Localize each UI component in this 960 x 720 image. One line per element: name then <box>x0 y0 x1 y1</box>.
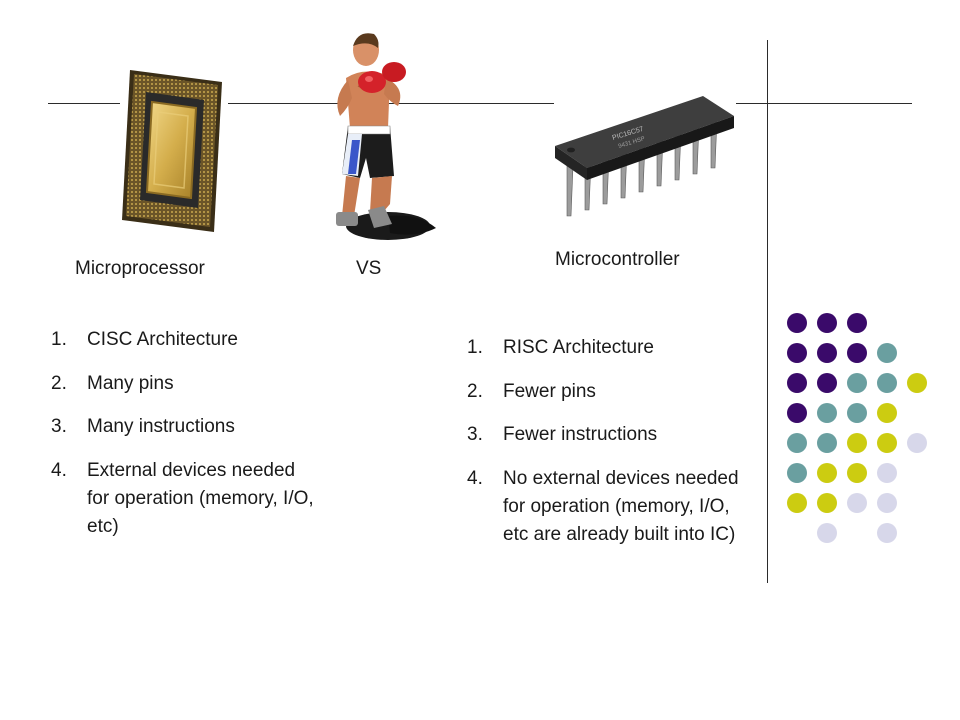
list-item: 2. Many pins <box>51 370 321 398</box>
decorative-dot <box>877 493 897 513</box>
decorative-dot <box>817 343 837 363</box>
microcontroller-caption: Microcontroller <box>555 249 680 270</box>
list-item-text: RISC Architecture <box>503 337 654 358</box>
decorative-dot <box>877 433 897 453</box>
list-item: 3. Fewer instructions <box>467 421 747 449</box>
list-item: 1. CISC Architecture <box>51 326 321 354</box>
top-rule-right <box>736 103 912 104</box>
list-item-number: 1. <box>467 337 483 358</box>
decorative-dot <box>817 523 837 543</box>
list-item-text: Fewer instructions <box>503 424 658 445</box>
decorative-dot <box>817 313 837 333</box>
list-item-number: 4. <box>467 467 483 489</box>
vs-caption: VS <box>356 258 382 279</box>
list-item-text: External devices needed for operation (m… <box>87 459 314 537</box>
decorative-dot <box>877 343 897 363</box>
list-item: 4. External devices needed for operation … <box>51 457 321 541</box>
list-item-number: 1. <box>51 329 67 350</box>
microprocessor-caption: Microprocessor <box>75 258 205 279</box>
list-item-number: 2. <box>467 380 483 402</box>
decorative-dot <box>787 463 807 483</box>
top-rule-left <box>48 103 120 104</box>
decorative-dot <box>847 313 867 333</box>
decorative-dot <box>907 373 927 393</box>
list-item-number: 3. <box>51 416 67 437</box>
microcontroller-features-list: 1. RISC Architecture 2. Fewer pins 3. Fewer… <box>467 334 747 549</box>
decorative-dot <box>817 493 837 513</box>
vertical-rule <box>767 40 768 583</box>
list-item: 1. RISC Architecture <box>467 334 747 362</box>
boxer-icon <box>318 28 442 250</box>
decorative-dot <box>847 493 867 513</box>
decorative-dot <box>847 343 867 363</box>
decorative-dot <box>847 433 867 453</box>
decorative-dot <box>787 493 807 513</box>
cpu-chip-icon <box>118 70 222 232</box>
decorative-dot <box>907 433 927 453</box>
decorative-dot <box>787 403 807 423</box>
decorative-dot <box>817 433 837 453</box>
decorative-dot <box>817 373 837 393</box>
dip-ic-chip-icon: PIC16C57 9431 HSP <box>553 88 736 223</box>
list-item-text: Many pins <box>87 372 174 394</box>
list-item-number: 4. <box>51 459 67 481</box>
decorative-dot-grid <box>787 313 937 553</box>
decorative-dot <box>817 403 837 423</box>
list-item-text: Many instructions <box>87 416 235 437</box>
decorative-dot <box>877 523 897 543</box>
list-item: 4. No external devices needed for operati… <box>467 465 747 549</box>
decorative-dot <box>787 343 807 363</box>
list-item-number: 3. <box>467 424 483 445</box>
decorative-dot <box>847 373 867 393</box>
list-item-number: 2. <box>51 372 67 394</box>
top-rule-mid <box>228 103 554 104</box>
decorative-dot <box>817 463 837 483</box>
decorative-dot <box>787 433 807 453</box>
microprocessor-features-list: 1. CISC Architecture 2. Many pins 3. Many i… <box>51 326 321 541</box>
decorative-dot <box>877 463 897 483</box>
decorative-dot <box>847 403 867 423</box>
decorative-dot <box>877 403 897 423</box>
list-item-text: No external devices needed for operation… <box>503 467 739 545</box>
list-item: 3. Many instructions <box>51 413 321 441</box>
decorative-dot <box>847 463 867 483</box>
decorative-dot <box>877 373 897 393</box>
decorative-dot <box>787 313 807 333</box>
list-item: 2. Fewer pins <box>467 378 747 406</box>
list-item-text: Fewer pins <box>503 380 596 402</box>
list-item-text: CISC Architecture <box>87 329 238 350</box>
decorative-dot <box>787 373 807 393</box>
